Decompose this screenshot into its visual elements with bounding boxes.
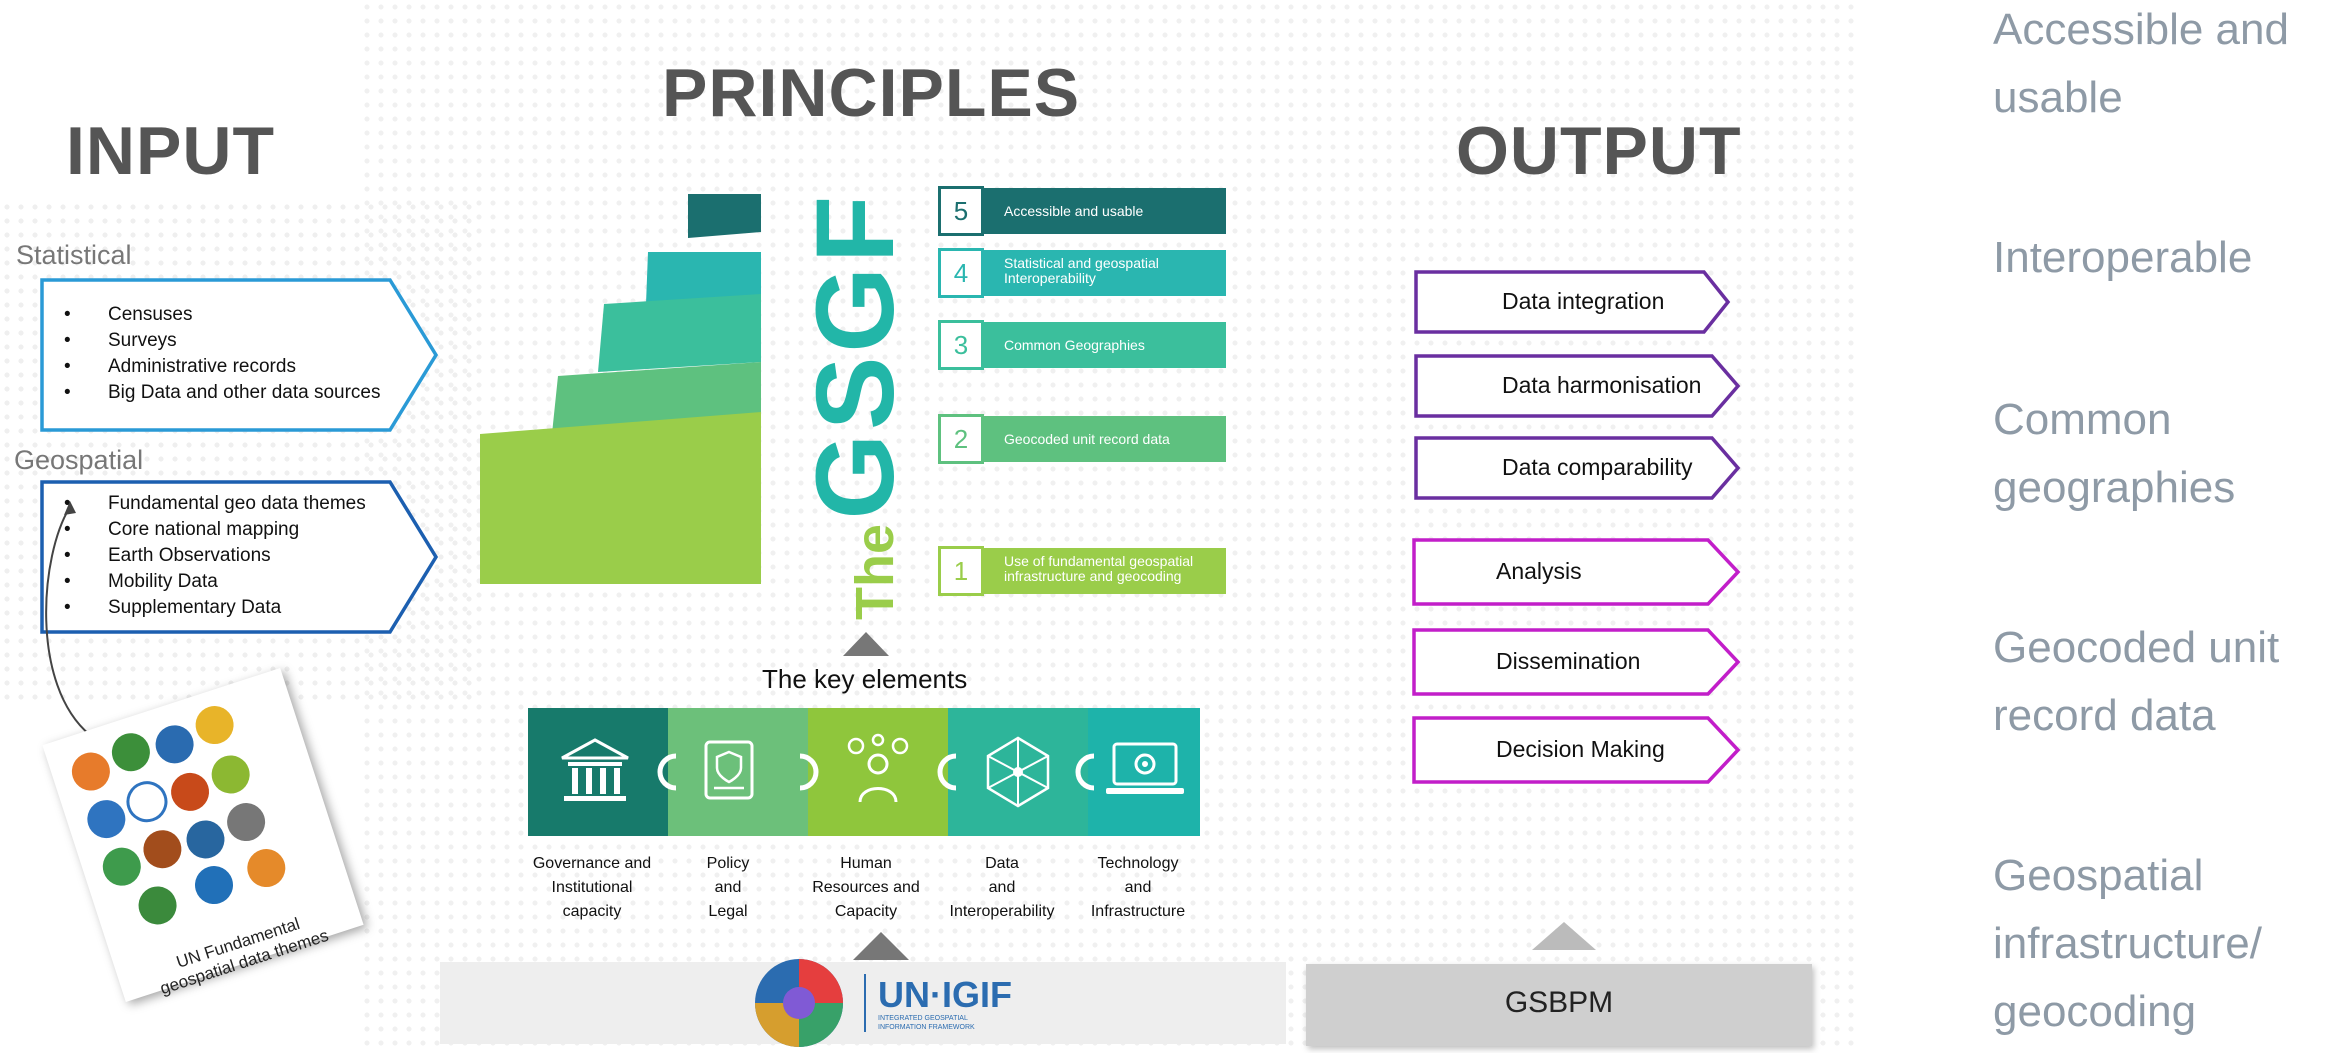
- principle-number-5: 5: [938, 186, 984, 236]
- output-item-data-harmonisation: Data harmonisation: [1502, 372, 1702, 398]
- input-heading: INPUT: [66, 113, 275, 189]
- document-icon: [704, 740, 754, 800]
- gsbpm-bar: [1306, 964, 1812, 1046]
- principle-band-1: [940, 548, 1226, 594]
- principles-heading: PRINCIPLES: [662, 55, 1081, 131]
- network-icon: [986, 736, 1050, 808]
- output-item-data-comparability: Data comparability: [1502, 454, 1693, 480]
- person-gears-icon: [847, 733, 909, 803]
- geospatial-label: Geospatial: [14, 445, 144, 475]
- statistical-arrow-box: [40, 278, 439, 432]
- principle-label-3: Common Geographies: [1004, 337, 1145, 353]
- principle-label-4: Statistical and geospatial Interoperabil…: [1004, 255, 1159, 286]
- list-item: •Surveys: [64, 330, 177, 351]
- list-item: •Big Data and other data sources: [64, 382, 381, 403]
- gsgf-logo-prefix: The: [845, 523, 905, 620]
- key-element-governance: [528, 708, 668, 836]
- principle-label-2: Geocoded unit record data: [1004, 431, 1170, 447]
- principle-number-2: 2: [938, 414, 984, 464]
- list-item: •Earth Observations: [64, 545, 271, 566]
- list-item: •Administrative records: [64, 356, 296, 377]
- list-item: •Mobility Data: [64, 571, 218, 592]
- curved-arrow-icon: [45, 501, 91, 736]
- key-elements-title: The key elements: [762, 664, 968, 694]
- statistical-label: Statistical: [16, 240, 132, 270]
- principle-band-5: [940, 188, 1226, 234]
- up-arrow-icon: [853, 932, 909, 960]
- igif-footer-bar: [440, 962, 1286, 1044]
- laptop-icon: [1106, 742, 1184, 794]
- output-item-data-integration: Data integration: [1502, 288, 1665, 314]
- igif-logo-text: UN·IGIF: [878, 974, 1012, 1015]
- puzzle-globe-icon: [755, 959, 843, 1047]
- building-icon: [561, 738, 629, 801]
- list-item: •Supplementary Data: [64, 597, 282, 618]
- principle-number-3: 3: [938, 320, 984, 370]
- geospatial-list: •Fundamental geo data themes •Core natio…: [64, 491, 366, 621]
- principle-band-4: [940, 250, 1226, 296]
- gsgf-logo: The GSGF: [792, 192, 919, 620]
- output-item-dissemination: Dissemination: [1496, 648, 1641, 674]
- principle-band-2: [940, 416, 1226, 462]
- list-item: •Core national mapping: [64, 519, 300, 540]
- statistical-list: •Censuses •Surveys •Administrative recor…: [64, 302, 381, 406]
- principle-number-4: 4: [938, 248, 984, 298]
- igif-logo-subtext: INTEGRATED GEOSPATIAL INFORMATION FRAMEW…: [878, 1015, 975, 1031]
- un-fundamental-themes-card: UN Fundamental geospatial data themes: [42, 667, 364, 1003]
- output-arrows: [1412, 270, 1741, 784]
- principle-number-1: 1: [938, 546, 984, 596]
- output-item-decision-making: Decision Making: [1496, 736, 1665, 762]
- principle-label-1: Use of fundamental geospatial infrastruc…: [1004, 553, 1194, 584]
- gsgf-logo-main: GSGF: [794, 191, 917, 520]
- side-label-interoperable: Interoperable: [1993, 233, 2253, 282]
- principle-label-5: Accessible and usable: [1004, 203, 1144, 219]
- gsgf-staircase: [480, 194, 761, 584]
- principle-band-3: [940, 322, 1226, 368]
- list-item: •Censuses: [64, 304, 193, 325]
- key-element-policy: [668, 708, 808, 836]
- up-arrow-icon: [1532, 922, 1596, 950]
- gsbpm-label: GSBPM: [1504, 986, 1614, 1019]
- geospatial-arrow-box: [40, 480, 439, 634]
- list-item: •Fundamental geo data themes: [64, 493, 366, 514]
- puzzle-notches: [657, 753, 1095, 791]
- theme-circles-icon: [71, 706, 286, 925]
- logo-divider: [864, 974, 866, 1032]
- output-item-analysis: Analysis: [1496, 558, 1582, 584]
- up-arrow-icon: [843, 632, 889, 656]
- output-heading: OUTPUT: [1456, 113, 1742, 189]
